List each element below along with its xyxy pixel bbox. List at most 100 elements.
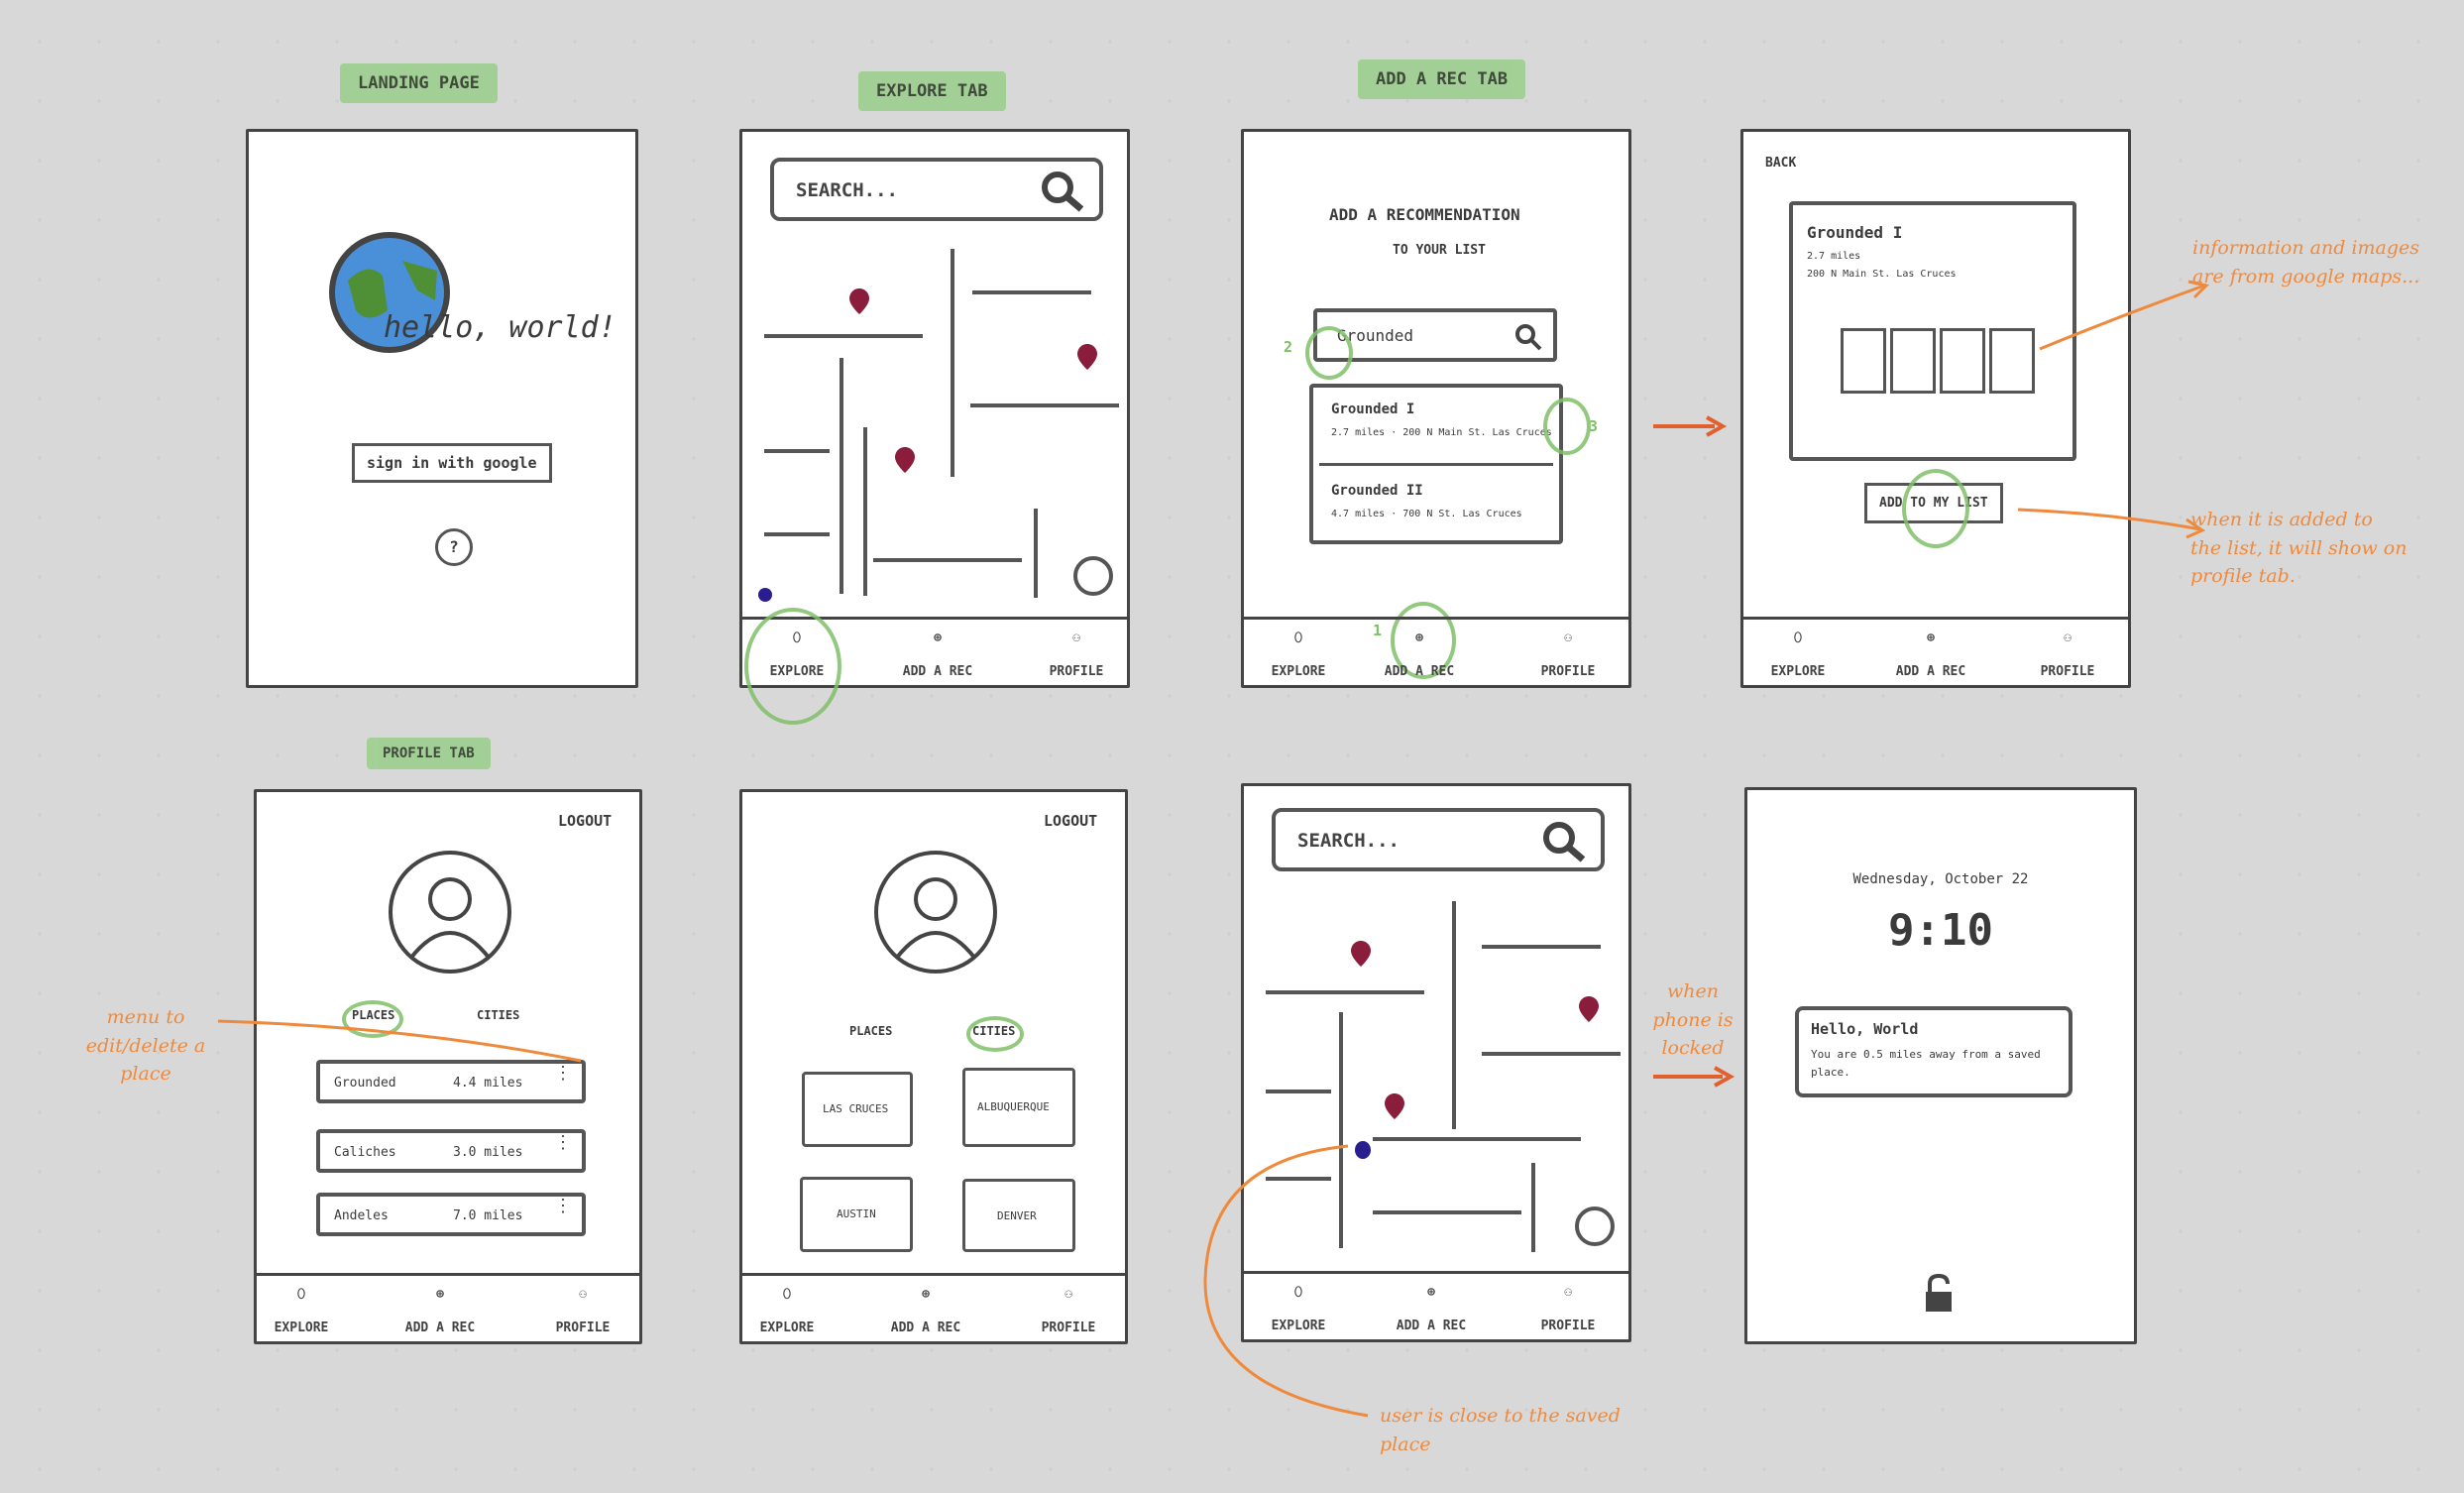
search-input[interactable]: SEARCH... [796, 179, 898, 201]
nav-profile[interactable]: ⚇PROFILE [1022, 631, 1131, 679]
map-pin-icon[interactable] [1385, 1093, 1404, 1119]
place-address: 200 N Main St. Las Cruces [1807, 269, 1957, 280]
map-pin-icon[interactable] [1351, 941, 1371, 967]
note-menu: menu to edit/delete a place [85, 1006, 206, 1085]
nav-profile[interactable]: ⚇PROFILE [2013, 631, 2122, 679]
result-detail: 4.7 miles · 700 N St. Las Cruces [1331, 509, 1522, 519]
search-icon[interactable] [1040, 170, 1085, 213]
nav-explore-label: EXPLORE [274, 1321, 329, 1335]
nav-profile-label: PROFILE [1041, 1321, 1096, 1335]
help-icon[interactable]: ? [435, 528, 473, 566]
nav-add[interactable]: ⊕ADD A REC [1876, 631, 1985, 679]
search-bar[interactable]: SEARCH... [770, 158, 1103, 221]
nav-profile[interactable]: ⚇PROFILE [528, 1287, 637, 1335]
plus-icon: ⊕ [436, 1287, 444, 1302]
back-link[interactable]: BACK [1765, 156, 1797, 171]
highlight-circle [342, 1000, 403, 1038]
place-row-dist: 4.4 miles [453, 1076, 523, 1091]
city-name: DENVER [997, 1209, 1037, 1222]
note-added: when it is added to the list, it will sh… [2190, 509, 2408, 587]
map-pin-icon[interactable] [1077, 344, 1097, 370]
search-icon[interactable] [1513, 322, 1543, 352]
nav-profile-label: PROFILE [2040, 664, 2095, 679]
city-card[interactable]: DENVER [962, 1179, 1075, 1252]
search-input[interactable]: SEARCH... [1297, 830, 1400, 852]
explore-nearby-screen: SEARCH... ⬯EXPLORE ⊕ADD A REC ⚇PROFILE [1241, 783, 1631, 1342]
place-image [1890, 328, 1936, 394]
map-road [764, 449, 830, 453]
place-row[interactable]: Grounded 4.4 miles ⋮ [316, 1060, 586, 1103]
nav-add-label: ADD A REC [1384, 664, 1455, 679]
sign-in-button[interactable]: sign in with google [352, 443, 552, 483]
nav-add[interactable]: ⊕ADD A REC [1377, 1285, 1486, 1333]
flow-arrow [1653, 1066, 1736, 1088]
nav-add[interactable]: ⊕ADD A REC [1365, 631, 1474, 679]
more-menu-icon[interactable]: ⋮ [554, 1132, 572, 1152]
city-name: LAS CRUCES [823, 1102, 889, 1115]
nav-add[interactable]: ⊕ADD A REC [386, 1287, 495, 1335]
place-row[interactable]: Andeles 7.0 miles ⋮ [316, 1193, 586, 1236]
notification-card[interactable]: Hello, World You are 0.5 miles away from… [1795, 1006, 2072, 1097]
nav-profile[interactable]: ⚇PROFILE [1513, 1285, 1623, 1333]
lock-screen: Wednesday, October 22 9:10 Hello, World … [1744, 787, 2137, 1344]
place-image [1940, 328, 1985, 394]
locate-me-button[interactable] [1575, 1206, 1615, 1246]
result-name[interactable]: Grounded II [1331, 483, 1423, 499]
annotation-arrow [2017, 508, 2206, 539]
nav-add-label: ADD A REC [902, 664, 973, 679]
search-icon[interactable] [1541, 820, 1587, 863]
map-road [764, 532, 830, 536]
place-card: Grounded I 2.7 miles 200 N Main St. Las … [1789, 201, 2076, 461]
nav-explore[interactable]: ⬯EXPLORE [732, 1287, 841, 1335]
pin-icon: ⬯ [782, 1287, 792, 1302]
more-menu-icon[interactable]: ⋮ [554, 1196, 572, 1215]
nav-add[interactable]: ⊕ADD A REC [871, 1287, 980, 1335]
place-name: Grounded I [1807, 223, 1903, 242]
place-row-dist: 3.0 miles [453, 1145, 523, 1160]
nav-profile[interactable]: ⚇PROFILE [1513, 631, 1623, 679]
annotation-line [217, 1019, 582, 1063]
pin-icon: ⬯ [1293, 631, 1303, 645]
city-card[interactable]: AUSTIN [800, 1177, 913, 1252]
place-row[interactable]: Caliches 3.0 miles ⋮ [316, 1129, 586, 1173]
map-pin-icon[interactable] [849, 288, 869, 314]
place-row-name: Grounded [334, 1076, 396, 1091]
add-rec-screen: ADD A RECOMMENDATION TO YOUR LIST Ground… [1241, 129, 1631, 688]
tag-add: ADD A REC TAB [1358, 59, 1526, 99]
nav-add-label: ADD A REC [890, 1321, 961, 1335]
bottom-nav: ⬯EXPLORE ⊕ADD A REC ⚇PROFILE [257, 1273, 639, 1341]
tab-places[interactable]: PLACES [849, 1024, 893, 1038]
nav-profile[interactable]: ⚇ PROFILE [1014, 1287, 1123, 1335]
map-road [764, 334, 923, 338]
landing-screen: hello, world! sign in with google ? [246, 129, 638, 688]
avatar-icon [874, 851, 997, 974]
map-road [1266, 1177, 1331, 1181]
map-pin-icon[interactable] [1579, 996, 1599, 1022]
profile-screen: LOGOUT PLACES CITIES Grounded 4.4 miles … [254, 789, 642, 1344]
search-bar[interactable]: SEARCH... [1272, 808, 1605, 871]
bottom-nav: ⬯EXPLORE ⊕ADD A REC ⚇PROFILE [742, 1273, 1125, 1341]
step-label: 3 [1589, 417, 1599, 435]
result-name[interactable]: Grounded I [1331, 402, 1415, 417]
highlight-circle [744, 608, 841, 725]
city-card[interactable]: ALBUQUERQUE [962, 1068, 1075, 1147]
notification-title: Hello, World [1811, 1020, 1919, 1038]
nav-explore[interactable]: ⬯EXPLORE [1244, 1285, 1353, 1333]
lock-icon[interactable] [1922, 1274, 1956, 1314]
avatar-icon [389, 851, 511, 974]
tab-cities[interactable]: CITIES [477, 1008, 520, 1022]
notification-body: You are 0.5 miles away from a saved plac… [1811, 1048, 2041, 1079]
user-icon: ⚇ [1064, 1287, 1072, 1302]
user-location-dot [758, 588, 772, 602]
logout-link[interactable]: LOGOUT [1044, 812, 1098, 830]
map-pin-icon[interactable] [895, 447, 915, 473]
nav-add[interactable]: ⊕ADD A REC [883, 631, 992, 679]
nav-explore[interactable]: ⬯EXPLORE [247, 1287, 356, 1335]
nav-profile-label: PROFILE [1540, 1319, 1596, 1333]
nav-explore[interactable]: ⬯EXPLORE [1743, 631, 1852, 679]
logout-link[interactable]: LOGOUT [558, 812, 613, 830]
nav-profile-label: PROFILE [1540, 664, 1596, 679]
nav-explore[interactable]: ⬯EXPLORE [1244, 631, 1353, 679]
locate-me-button[interactable] [1073, 556, 1113, 596]
city-card[interactable]: LAS CRUCES [802, 1072, 913, 1147]
